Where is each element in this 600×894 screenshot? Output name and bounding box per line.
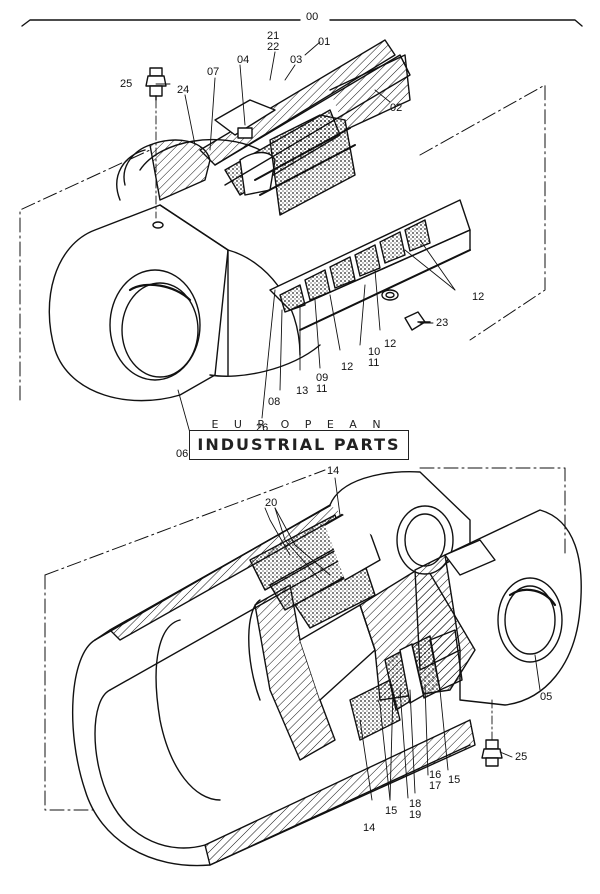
watermark-box: INDUSTRIAL PARTS: [189, 430, 409, 460]
callout-07: 07: [207, 66, 220, 78]
seal-stack-15-19: [349, 629, 463, 741]
callout-11-b: 11: [368, 357, 380, 369]
callout-10: 10: [368, 346, 381, 358]
callout-06: 06: [176, 448, 189, 460]
callout-11-a: 11: [316, 383, 328, 395]
callout-02: 02: [390, 102, 403, 114]
seal-pack-bottom: [269, 199, 471, 331]
callout-24: 24: [177, 84, 190, 96]
callout-01: 01: [318, 36, 331, 48]
callout-16: 16: [429, 769, 442, 781]
screw-23: [381, 289, 431, 331]
bottom-assembly: [44, 467, 582, 867]
watermark-line2: INDUSTRIAL PARTS: [197, 435, 401, 454]
callout-04: 04: [237, 54, 250, 66]
assembly-bracket: [21, 19, 583, 27]
callout-20: 20: [265, 497, 278, 509]
callout-14-b: 14: [363, 822, 376, 834]
callout-03: 03: [290, 54, 303, 66]
watermark: E U R O P E A N INDUSTRIAL PARTS: [189, 418, 409, 460]
seal-pack-top: [224, 109, 356, 216]
callout-14-a: 14: [327, 465, 340, 477]
callout-13: 13: [296, 385, 309, 397]
callout-12-b: 12: [384, 338, 397, 350]
leader-lines: [155, 41, 541, 801]
callout-17: 17: [429, 780, 442, 792]
callout-21: 21: [267, 30, 280, 42]
callout-09: 09: [316, 372, 329, 384]
callout-12-a: 12: [472, 291, 485, 303]
callout-19: 19: [409, 809, 422, 821]
top-assembly: [19, 39, 546, 402]
callout-15-b: 15: [448, 774, 461, 786]
callout-08: 08: [268, 396, 281, 408]
callout-00: 00: [306, 11, 319, 23]
callout-22: 22: [267, 41, 280, 53]
seal-stack-20: [249, 504, 381, 629]
callout-26: 26: [256, 422, 269, 434]
grease-nipple-25-bottom: [481, 699, 503, 767]
callout-15-a: 15: [385, 805, 398, 817]
callout-05: 05: [540, 691, 553, 703]
grease-nipple-25-top: [145, 67, 167, 219]
callout-18: 18: [409, 798, 422, 810]
callout-25-a: 25: [120, 78, 133, 90]
callout-23: 23: [436, 317, 449, 329]
watermark-line1: E U R O P E A N: [211, 418, 387, 431]
callout-25-b: 25: [515, 751, 528, 763]
callout-12-c: 12: [341, 361, 354, 373]
